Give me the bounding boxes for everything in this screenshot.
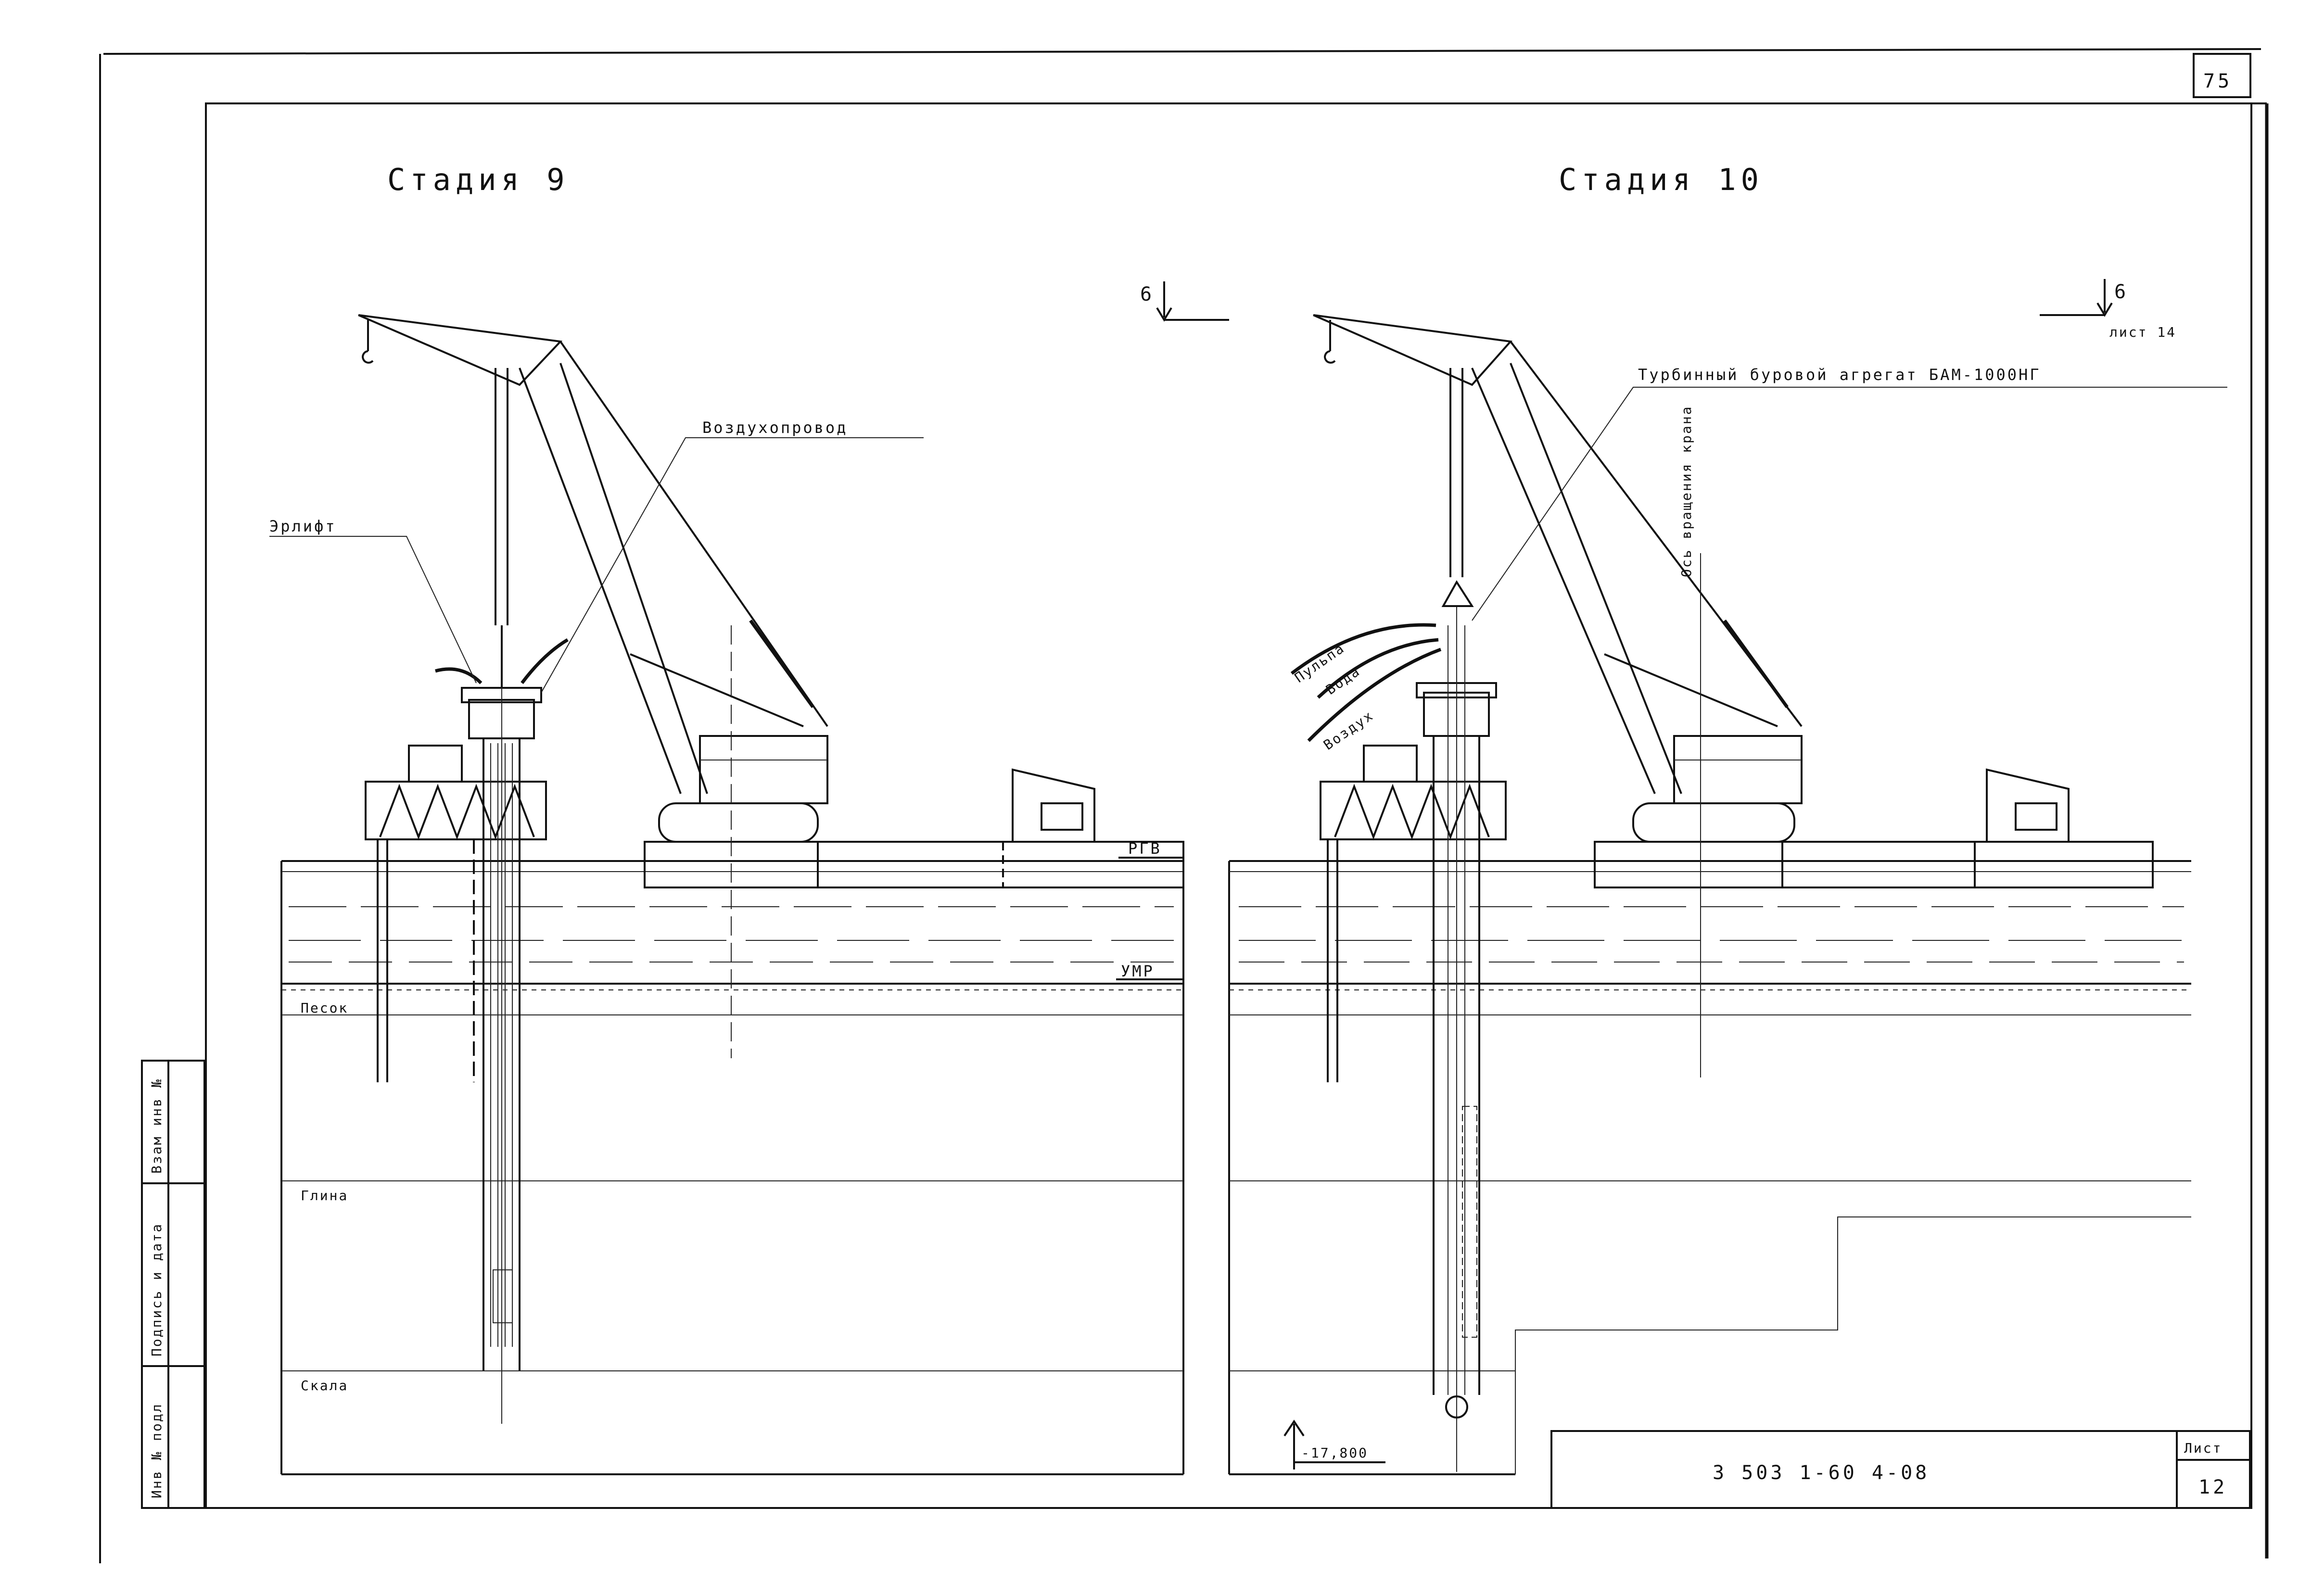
label-crane-axis: Ось вращения крана <box>1678 405 1694 577</box>
label-water: Вода <box>1323 663 1363 698</box>
stamp-replace-inv: Взам инв № <box>149 1078 165 1174</box>
airlift-pipe <box>435 667 483 684</box>
label-sand: Песок <box>301 1000 348 1016</box>
airlift-leader <box>269 536 477 684</box>
sheet-frame: 75 <box>99 48 2269 1563</box>
svg-text:-17,800: -17,800 <box>1301 1445 1368 1461</box>
stage-10-crane <box>1313 314 1803 843</box>
stage-9-platform <box>365 745 547 1082</box>
stage-9-casing <box>461 673 542 1424</box>
elevation-mark: -17,800 <box>1283 1419 1385 1469</box>
stage-9-barge <box>644 768 1184 888</box>
page-number: 75 <box>2203 70 2232 92</box>
side-stamp: Инв № подл Подпись и дата Взам инв № <box>141 1060 205 1509</box>
air-duct-pipe <box>521 638 569 684</box>
svg-text:6: 6 <box>1140 283 1155 305</box>
stage-9-strata <box>280 860 1184 1475</box>
page-number-box <box>2193 53 2251 98</box>
label-umr: УМР <box>1121 962 1155 980</box>
turbine-leader <box>1472 387 2227 621</box>
label-turbine: Турбинный буровой агрегат БАМ-1000НГ <box>1638 366 2041 384</box>
sheet-number: 12 <box>2198 1476 2227 1498</box>
section-mark-6-ref: 6 лист 14 <box>2040 279 2176 340</box>
stage-10-strata <box>1228 860 2191 1475</box>
air-duct-leader <box>541 437 924 693</box>
stage-10-hoses <box>1290 623 1442 742</box>
title-block: 3 503 1-60 4-08 Лист 12 <box>1550 1430 2251 1509</box>
sheet-label: Лист <box>2184 1440 2222 1456</box>
label-air-duct: Воздухопровод <box>702 418 848 437</box>
label-airlift: Эрлифт <box>269 517 337 535</box>
stage-10-platform <box>1320 745 1507 1082</box>
label-clay: Глина <box>301 1188 348 1203</box>
label-rock: Скала <box>301 1378 348 1393</box>
stage-10-barge <box>1594 768 2154 888</box>
stage-9-title: Стадия 9 <box>387 162 570 197</box>
section-sheet-ref: лист 14 <box>2109 324 2176 340</box>
stage-10-title: Стадия 10 <box>1559 162 1764 197</box>
stage-10-casing <box>1416 580 1497 1472</box>
stamp-signature-date: Подпись и дата <box>149 1223 165 1356</box>
stage-9: Стадия 9 6 РГВ УМР Песок <box>269 162 1229 1475</box>
section-mark-6: 6 <box>1140 281 1229 322</box>
document-code: 3 503 1-60 4-08 <box>1713 1462 1930 1484</box>
stage-9-crane <box>358 314 828 1058</box>
stage-10: Стадия 10 6 лист 14 <box>1228 162 2227 1475</box>
svg-text:6: 6 <box>2114 281 2129 303</box>
stamp-inv-no: Инв № подл <box>149 1403 165 1498</box>
